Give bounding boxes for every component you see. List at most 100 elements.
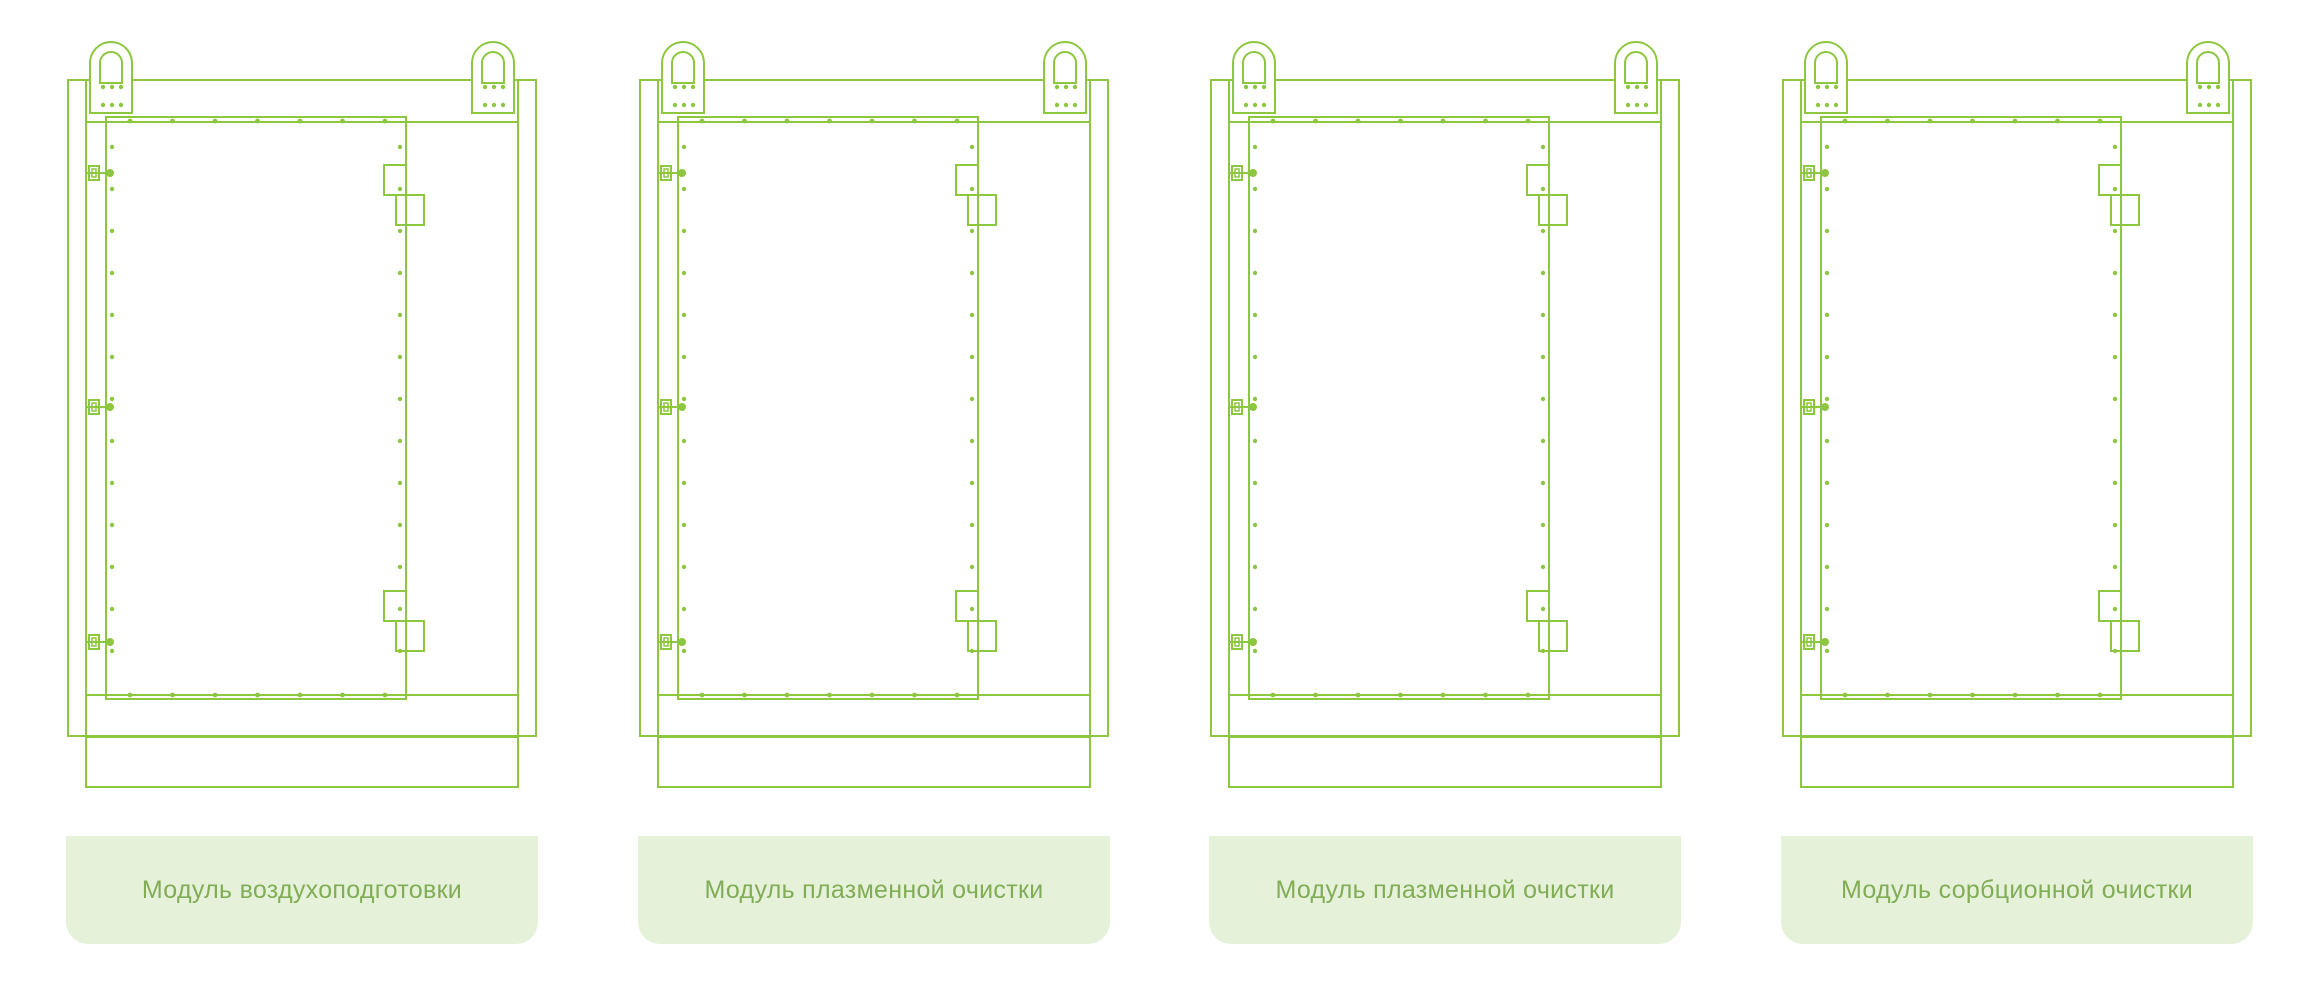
- door-rivet: [2112, 354, 2118, 360]
- hinge-plate: [88, 399, 100, 415]
- lug-bolt: [118, 102, 124, 108]
- door-rivet: [681, 186, 687, 192]
- door-rivet: [2012, 118, 2018, 124]
- door-rivet: [699, 118, 705, 124]
- door-rivet: [1540, 354, 1546, 360]
- door-rivet: [2112, 522, 2118, 528]
- lug-bolt: [500, 84, 506, 90]
- latch-lower: [2110, 620, 2140, 652]
- door-rivet: [109, 564, 115, 570]
- door-rivet: [297, 692, 303, 698]
- door-rivet: [109, 186, 115, 192]
- door-rivet: [954, 692, 960, 698]
- hinge-knob: [1821, 169, 1829, 177]
- module-drawing: [1210, 41, 1680, 788]
- door-rivet: [969, 144, 975, 150]
- frame-left: [639, 79, 659, 737]
- door-rivet: [742, 692, 747, 698]
- door-rivet: [1483, 692, 1488, 698]
- module-card: Модуль плазменной очистки: [638, 0, 1110, 996]
- hinge-knob: [106, 403, 114, 411]
- hinge-detail: [663, 402, 669, 412]
- latch-upper: [383, 590, 407, 622]
- lug-bolt: [681, 102, 687, 108]
- door-rivet: [969, 270, 975, 276]
- door-rivet: [1824, 354, 1830, 360]
- door-rivet: [397, 186, 403, 192]
- lifting-eye-hole: [671, 51, 695, 84]
- lug-bolt: [1072, 102, 1078, 108]
- door-rivet: [1824, 648, 1830, 654]
- lug-bolt: [1243, 102, 1249, 108]
- lug-bolt: [2197, 102, 2203, 108]
- module-drawing: [1782, 41, 2252, 788]
- hinge-detail: [1806, 168, 1812, 178]
- door-rivet: [1525, 692, 1531, 698]
- lug-bolt: [1815, 102, 1821, 108]
- latch-lower: [1538, 620, 1568, 652]
- cabinet-drawing: [639, 41, 1109, 788]
- plinth-upper: [85, 694, 519, 738]
- door-rivet: [1824, 480, 1830, 486]
- door-rivet: [1252, 396, 1258, 402]
- door-rivet: [1540, 564, 1546, 570]
- lug-bolt: [2215, 84, 2221, 90]
- plinth-lower: [1800, 736, 2234, 788]
- frame-left: [1782, 79, 1802, 737]
- door-panel: [105, 116, 407, 700]
- door-rivet: [109, 438, 115, 444]
- latch-lower: [395, 620, 425, 652]
- door-rivet: [954, 118, 960, 124]
- lug-bolt: [100, 102, 106, 108]
- door-rivet: [681, 564, 687, 570]
- hinge-knob: [678, 638, 686, 646]
- hinge-detail: [1234, 168, 1240, 178]
- door-rivet: [1270, 692, 1276, 698]
- frame-right: [1089, 79, 1109, 737]
- door-rivet: [681, 144, 687, 150]
- door-rivet: [170, 692, 175, 698]
- lug-bolt: [1815, 84, 1821, 90]
- module-label: Модуль воздухоподготовки: [66, 836, 538, 944]
- lifting-eye-hole: [99, 51, 123, 84]
- hinge-knob: [1249, 403, 1257, 411]
- frame-left: [67, 79, 87, 737]
- door-rivet: [1824, 312, 1830, 318]
- lug-bolt: [1833, 84, 1839, 90]
- hinge-knob: [106, 638, 114, 646]
- lug-bolt: [1063, 102, 1069, 108]
- door-rivet: [109, 312, 115, 318]
- door-rivet: [109, 144, 115, 150]
- door-rivet: [1540, 312, 1546, 318]
- door-rivet: [1824, 396, 1830, 402]
- hinge-detail: [663, 168, 669, 178]
- door-rivet: [1824, 228, 1830, 234]
- latch-lower: [2110, 194, 2140, 226]
- door-rivet: [1540, 228, 1546, 234]
- door-rivet: [1824, 438, 1830, 444]
- hinge-plate: [1231, 399, 1243, 415]
- door-rivet: [1540, 186, 1546, 192]
- door-rivet: [1970, 118, 1975, 124]
- door-rivet: [1970, 692, 1975, 698]
- door-rivet: [2112, 564, 2118, 570]
- door-rivet: [397, 144, 403, 150]
- latch-upper: [1526, 590, 1550, 622]
- door-rivet: [1540, 396, 1546, 402]
- cabinet-drawing: [1782, 41, 2252, 788]
- door-rivet: [969, 522, 975, 528]
- lug-bolt: [1063, 84, 1069, 90]
- plinth-upper: [1800, 694, 2234, 738]
- door-rivet: [969, 228, 975, 234]
- latch-lower: [967, 620, 997, 652]
- door-rivet: [1824, 522, 1830, 528]
- door-rivet: [397, 438, 403, 444]
- door-rivet: [109, 522, 115, 528]
- door-rivet: [382, 118, 388, 124]
- lug-bolt: [672, 84, 678, 90]
- door-rivet: [1313, 118, 1318, 124]
- lug-bolt: [1824, 84, 1830, 90]
- door-rivet: [681, 438, 687, 444]
- door-rivet: [1540, 480, 1546, 486]
- door-rivet: [2112, 144, 2118, 150]
